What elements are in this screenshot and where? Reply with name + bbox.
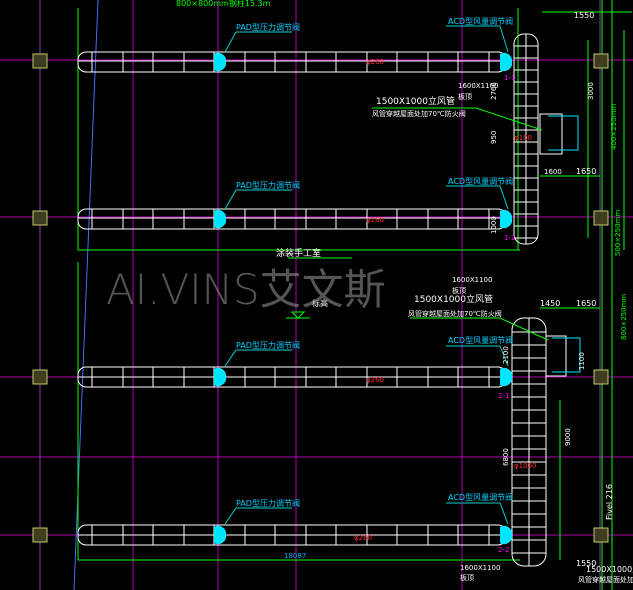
fire-note-1: 风管穿越屋面处加70℃防火阀	[372, 109, 466, 118]
red-size-2: φ260	[366, 216, 384, 224]
top-note: 800×800mm钢柱15.3m	[176, 0, 271, 8]
pad-label-1: PAD型压力调节阀	[236, 22, 300, 32]
leader-lines	[224, 25, 509, 525]
dim-950: 950	[490, 131, 498, 144]
watermark: AI.VINS艾文斯	[106, 265, 386, 314]
pad-label-2: PAD型压力调节阀	[236, 180, 300, 190]
duct-size-b-3: 1600X1100	[460, 564, 500, 572]
floor-mark: Fivel 216	[605, 484, 614, 520]
red-size-1: φ260	[366, 58, 384, 66]
plate-1: 板顶	[458, 92, 472, 101]
dim-1000: 1000	[490, 216, 498, 234]
steel-columns	[32, 53, 609, 543]
dim-2766: 2766	[490, 82, 498, 100]
pad-label-4: PAD型压力调节阀	[236, 498, 300, 508]
red-size-5: φ100	[514, 134, 532, 142]
dim-1600: 1600	[544, 168, 562, 176]
vert-dim-c: 800×250mm	[620, 294, 628, 340]
valve-markers	[214, 52, 513, 545]
duct-size-a-2: 1500X1000立风管	[414, 293, 493, 305]
room-label: 涂装手工室	[276, 247, 321, 259]
duct-size-a-3: 1500X1000立风管	[586, 564, 633, 574]
red-size-4: φ260	[354, 534, 372, 542]
duct-mark-4: 2-2	[498, 546, 509, 554]
green-leaders	[288, 107, 549, 341]
dim-6800: 6800	[502, 448, 510, 466]
red-size-6: φ1000	[514, 462, 536, 470]
vertical-trunks	[511, 33, 567, 567]
plate-2: 板顶	[452, 286, 466, 295]
duct-mark-1: 1-1	[504, 74, 515, 82]
fire-note-2: 风管穿越屋面处加70℃防火阀	[408, 309, 502, 318]
duct-mark-3: 2-1	[498, 392, 509, 400]
fire-note-3: 风管穿越屋面处加70℃防火阀	[578, 575, 633, 584]
dim-9000: 9000	[564, 428, 572, 446]
level-triangle	[290, 311, 306, 319]
acd-label-1: ACD型风量调节阀	[448, 17, 513, 26]
dim-1450: 1450	[540, 299, 560, 308]
duct-size-a-1: 1500X1000立风管	[376, 95, 455, 107]
red-size-3: φ260	[366, 376, 384, 384]
dim-3000: 3000	[587, 82, 595, 100]
level-label: 标高	[312, 298, 328, 308]
dimension-lines	[540, 30, 625, 560]
acd-label-2: ACD型风量调节阀	[448, 177, 513, 186]
acd-label-4: ACD型风量调节阀	[448, 493, 513, 502]
dim-18087: 18087	[284, 552, 306, 560]
shaft-boxes	[548, 115, 581, 373]
duct-size-b-1: 1600X1100	[458, 82, 498, 90]
duct-size-b-2: 1600X1100	[452, 276, 492, 284]
plate-3: 板顶	[460, 573, 474, 582]
trunk-joints	[512, 45, 546, 554]
vert-dim-b: 500×250mm	[614, 210, 622, 256]
dim-2100: 2100	[502, 346, 510, 364]
dim-1650: 1650	[576, 167, 596, 176]
vert-dim-a: 400×250mm	[610, 104, 618, 150]
pad-label-3: PAD型压力调节阀	[236, 340, 300, 350]
dim-1550-top: 1550	[574, 11, 594, 20]
dim-1550-bottom: 1550	[576, 559, 596, 568]
green-boundaries	[77, 0, 632, 590]
acd-label-3: ACD型风量调节阀	[448, 336, 513, 345]
duct-joints	[91, 52, 490, 545]
dim-1100: 1100	[578, 352, 586, 370]
duct-mark-2: 1-2	[504, 234, 515, 242]
dim-1650-b: 1650	[576, 299, 596, 308]
